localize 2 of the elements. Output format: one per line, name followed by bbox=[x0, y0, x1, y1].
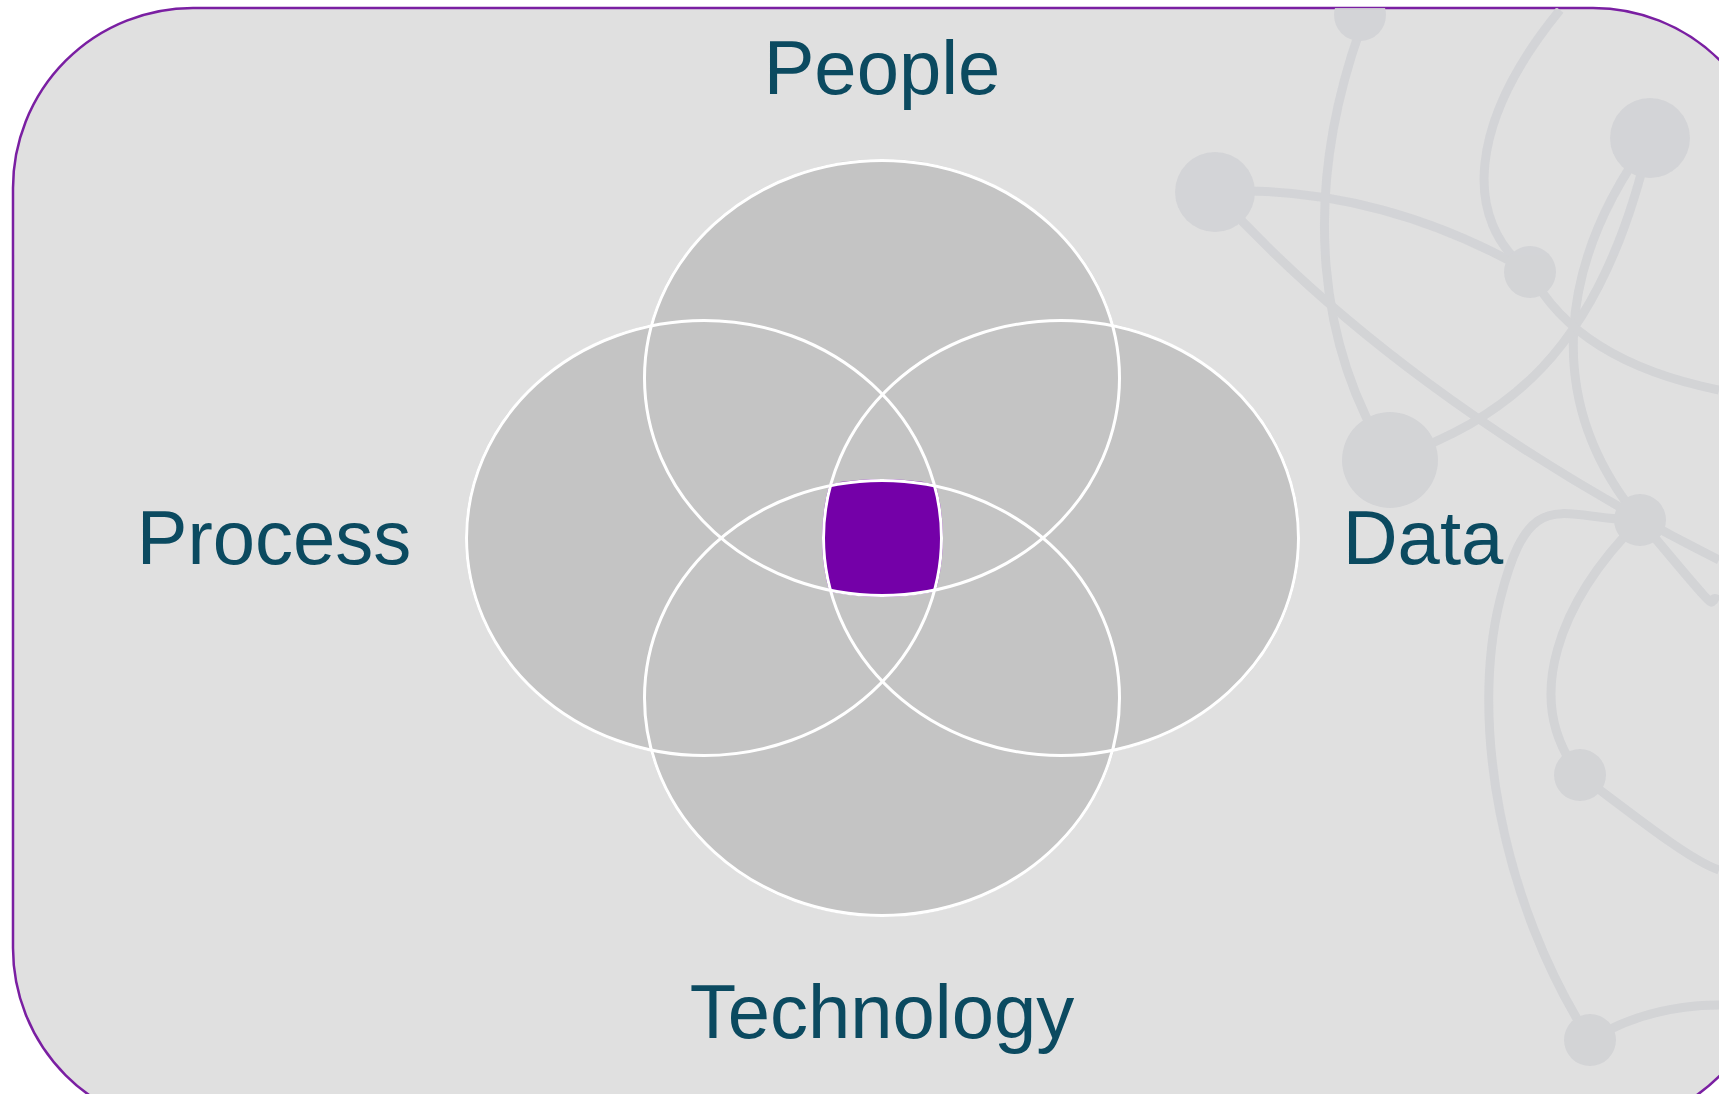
ellipse-label: Data bbox=[1342, 500, 1504, 576]
ellipse-label: Process bbox=[136, 500, 412, 576]
